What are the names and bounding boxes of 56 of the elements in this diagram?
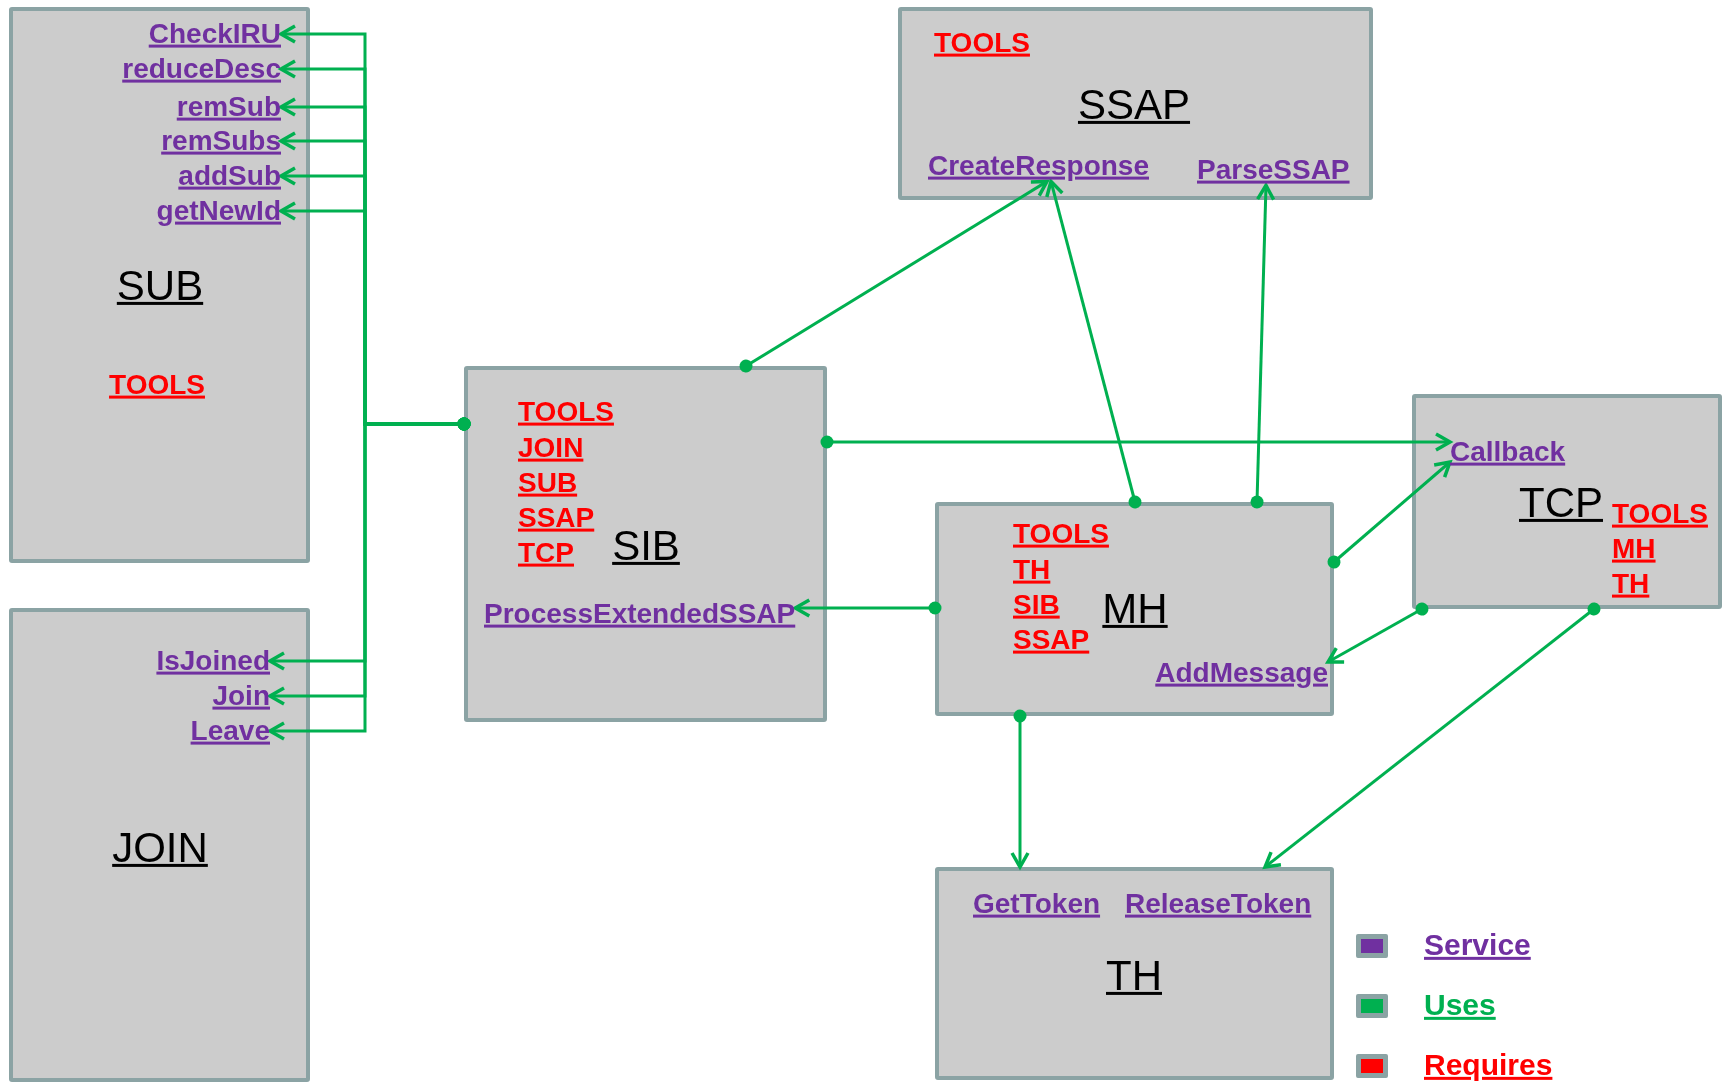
service-label: CheckIRU — [148, 18, 281, 50]
requirement-label: TOOLS — [518, 396, 614, 428]
service-label: ReleaseToken — [1125, 888, 1312, 920]
arrow — [1010, 709, 1030, 869]
requirement-label: TOOLS — [1013, 518, 1109, 550]
requirement-label: TOOLS — [109, 369, 205, 401]
module-box — [935, 502, 1334, 716]
service-label: remSubs — [161, 125, 281, 157]
module-name: SUB — [116, 262, 204, 310]
requirement-label: SSAP — [1013, 624, 1090, 656]
service-label: IsJoined — [156, 645, 270, 677]
arrow — [1327, 460, 1452, 569]
legend-label: Requires — [1424, 1047, 1553, 1081]
requirement-label: TH — [1612, 568, 1650, 600]
service-label: remSub — [176, 91, 281, 123]
arrow — [739, 179, 1049, 373]
service-label: addSub — [178, 160, 281, 192]
module-name: MH — [1102, 585, 1168, 633]
requirement-label: TCP — [518, 537, 574, 569]
arrow — [1250, 183, 1276, 509]
requirement-label: TOOLS — [1612, 498, 1708, 530]
service-label: getNewId — [156, 195, 281, 227]
arrow — [1045, 179, 1142, 509]
requirement-label: MH — [1612, 533, 1656, 565]
service-label: Callback — [1450, 436, 1566, 468]
module-box — [935, 867, 1334, 1080]
service-label: GetToken — [973, 888, 1101, 920]
requirement-label: SUB — [518, 467, 578, 499]
arrow — [820, 432, 1452, 452]
module-box — [9, 7, 310, 563]
module-box — [464, 366, 827, 722]
requirement-label: JOIN — [518, 432, 584, 464]
service-label: reduceDesc — [122, 53, 281, 85]
service-label: AddMessage — [1155, 657, 1328, 689]
requirement-label: SIB — [1013, 589, 1060, 621]
module-name: TH — [1106, 952, 1162, 1000]
service-label: Leave — [190, 715, 270, 747]
requirement-label: SSAP — [518, 502, 595, 534]
service-label: CreateResponse — [928, 150, 1149, 182]
arrow — [1263, 602, 1601, 869]
service-label: Join — [212, 680, 270, 712]
module-box — [1412, 394, 1722, 609]
requirement-label: TH — [1013, 554, 1051, 586]
legend-label: Uses — [1424, 987, 1496, 1021]
service-label: ParseSSAP — [1197, 154, 1350, 186]
module-name: SSAP — [1077, 81, 1191, 129]
module-box — [898, 7, 1373, 200]
requirement-label: TOOLS — [934, 27, 1030, 59]
service-label: ProcessExtendedSSAP — [484, 598, 796, 630]
module-name: TCP — [1519, 479, 1603, 527]
module-name: JOIN — [112, 824, 208, 872]
arrow — [793, 598, 942, 618]
module-name: SIB — [612, 522, 680, 570]
module-box — [9, 608, 310, 1082]
arrow — [1326, 602, 1429, 664]
legend-label: Service — [1424, 927, 1531, 961]
